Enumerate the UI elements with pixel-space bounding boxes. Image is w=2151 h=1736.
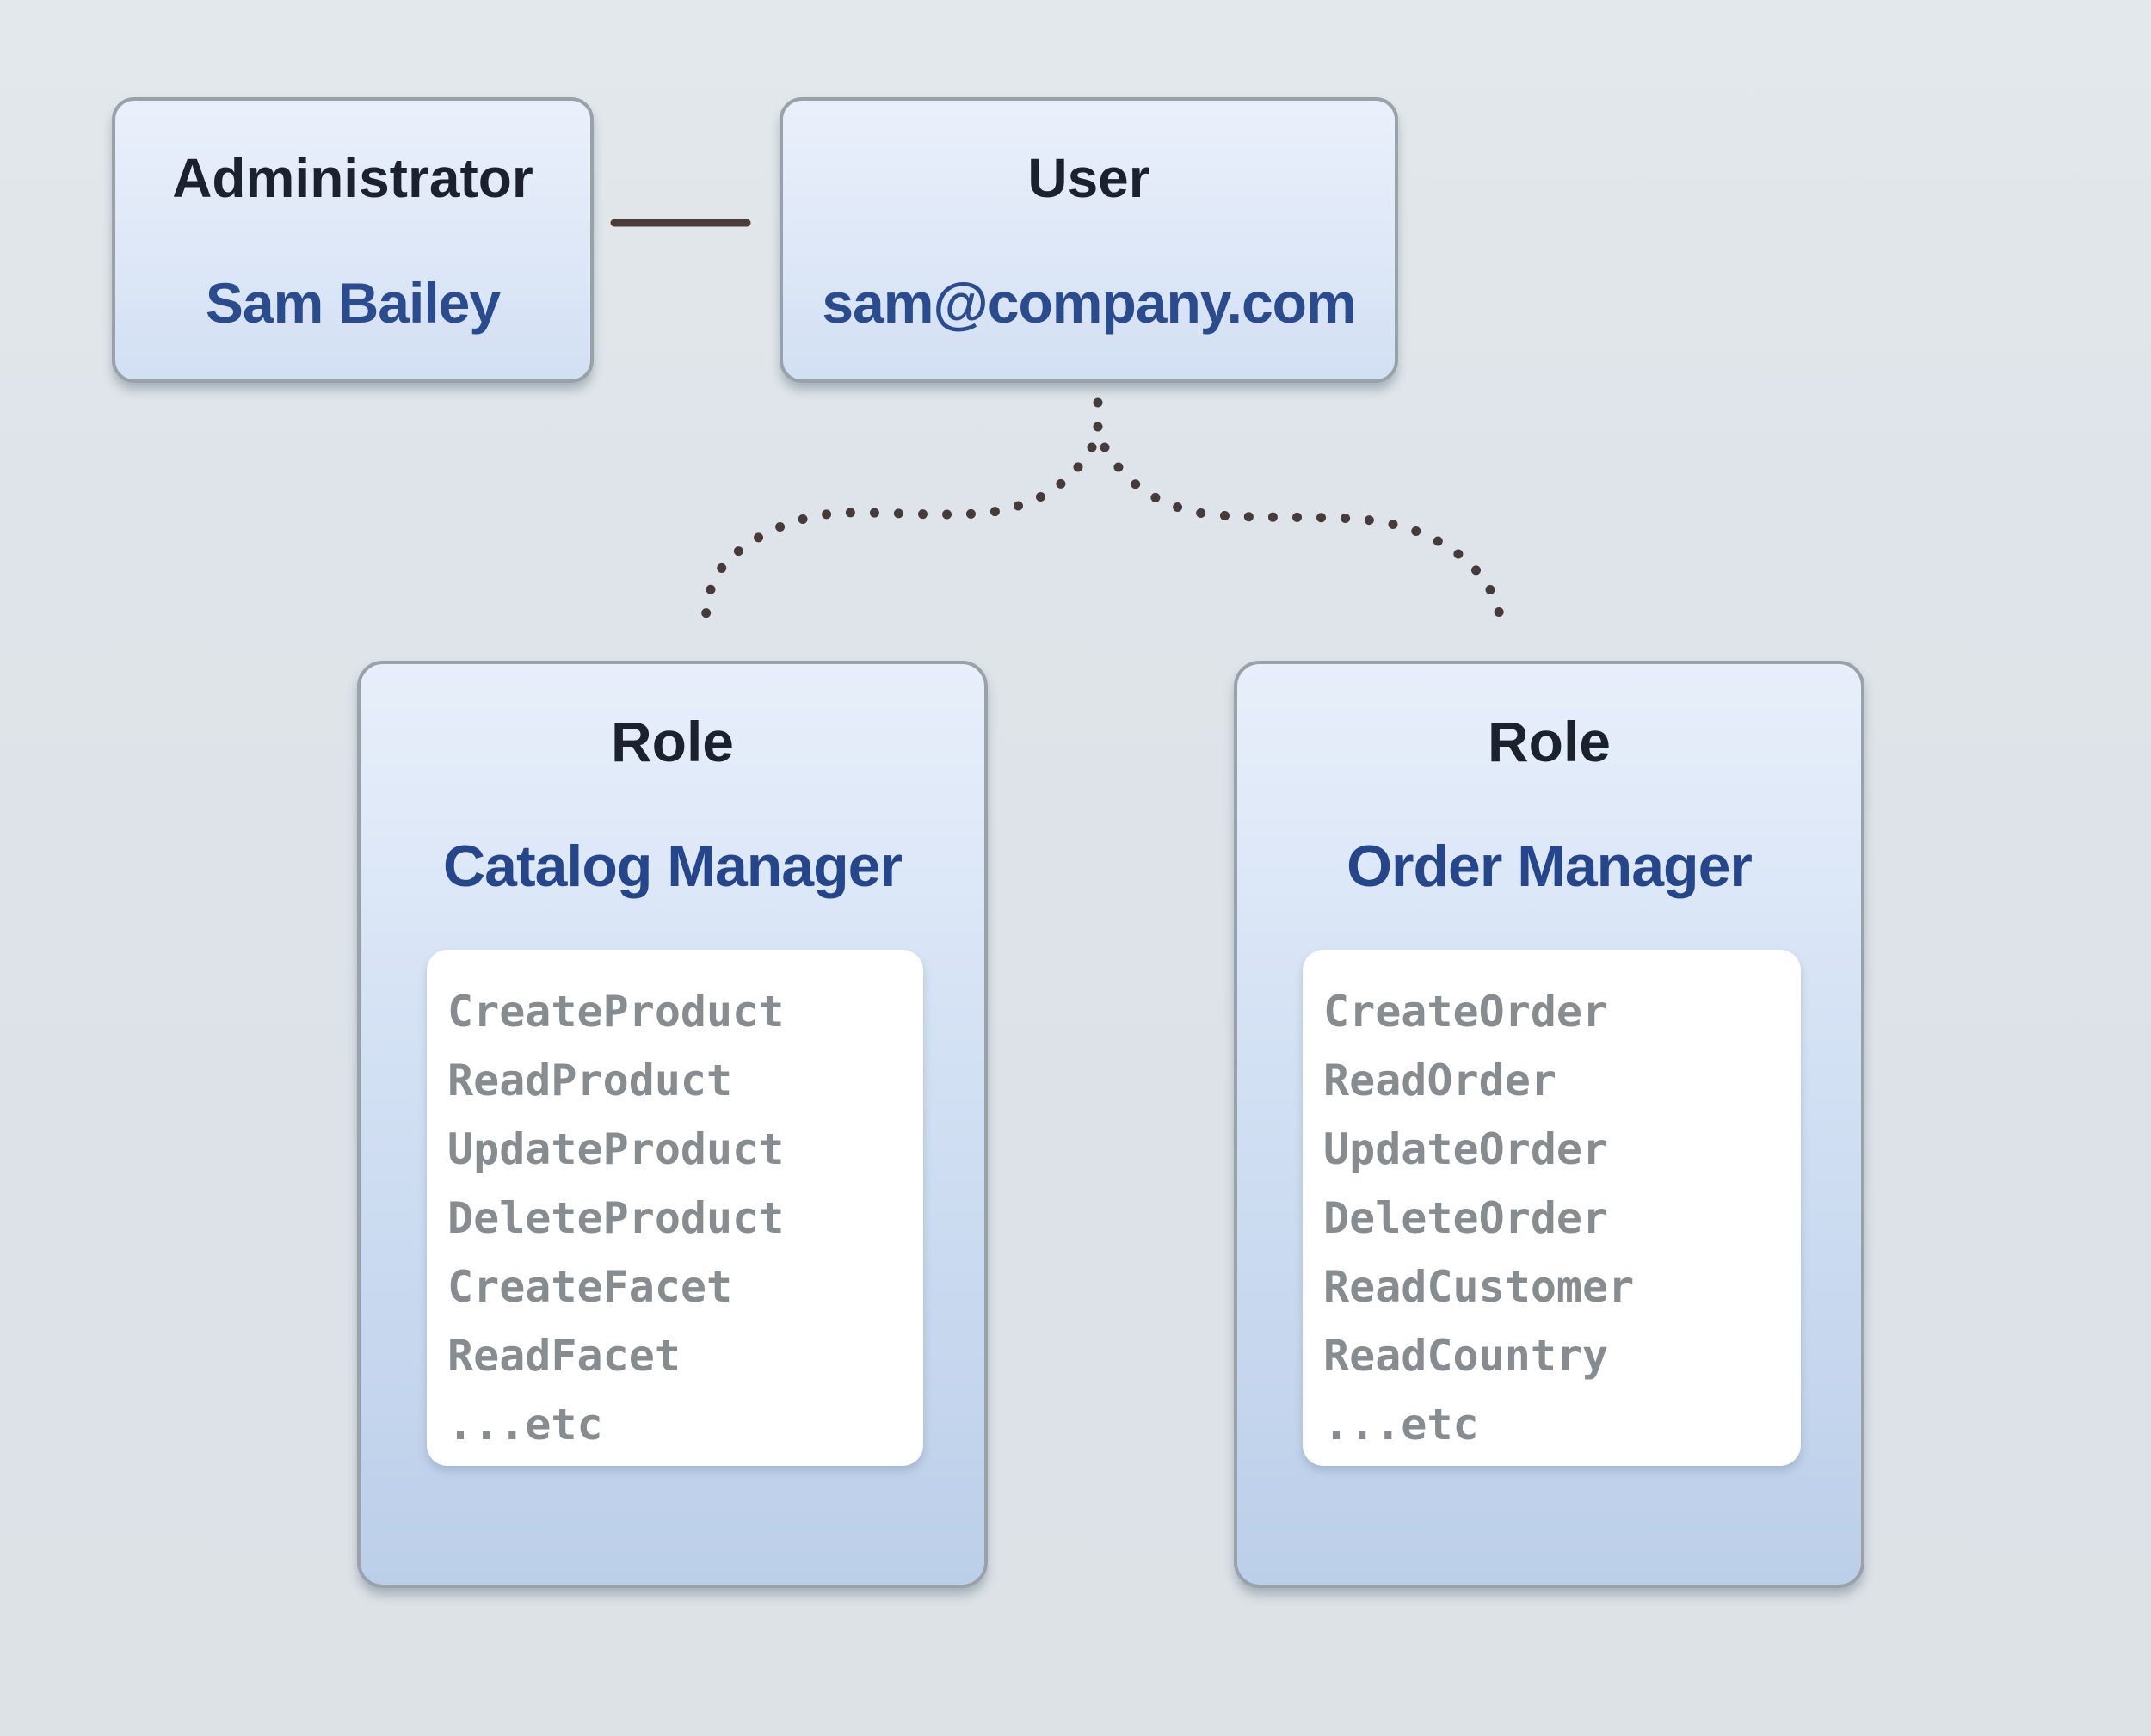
permission-item: ReadCustomer (1323, 1262, 1635, 1312)
permission-item: DeleteOrder (1323, 1193, 1609, 1243)
permission-item: ...etc (447, 1400, 603, 1450)
role-name: Catalog Manager (443, 834, 903, 899)
administrator-name: Sam Bailey (205, 271, 501, 335)
user-roles-dotted-connector (700, 397, 1506, 628)
user-email: sam@company.com (822, 271, 1356, 335)
permission-item: ReadFacet (447, 1331, 681, 1381)
user-title: User (1027, 147, 1150, 209)
dotted-connector-left-branch (700, 442, 1097, 628)
permission-item: CreateProduct (447, 987, 785, 1037)
permission-item: UpdateOrder (1323, 1124, 1609, 1174)
user-node: User sam@company.com (780, 97, 1398, 383)
permission-item: DeleteProduct (447, 1193, 785, 1243)
permission-item: ReadProduct (447, 1056, 733, 1105)
permission-item: CreateFacet (447, 1262, 733, 1312)
role-title: Role (1487, 710, 1612, 773)
permission-item: ReadOrder (1323, 1056, 1556, 1105)
permission-item: CreateOrder (1323, 987, 1609, 1037)
administrator-title: Administrator (172, 147, 533, 209)
permission-item: ...etc (1323, 1400, 1479, 1450)
administrator-node: Administrator Sam Bailey (112, 97, 594, 383)
permission-item: ReadCountry (1323, 1331, 1609, 1381)
dotted-connector-right-branch (1100, 442, 1506, 628)
role-name: Order Manager (1347, 834, 1753, 899)
role-title: Role (610, 710, 735, 773)
permission-item: UpdateProduct (447, 1124, 785, 1174)
